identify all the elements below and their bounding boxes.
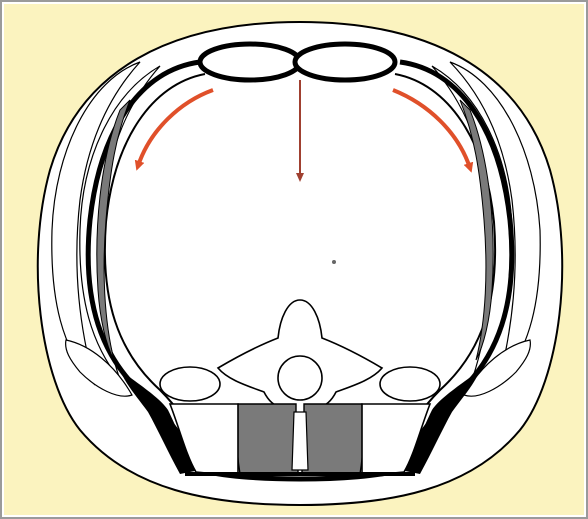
right-psoas-muscle (380, 367, 440, 401)
right-rectus-muscle (295, 44, 395, 80)
left-rectus-muscle (200, 44, 300, 80)
center-dot (332, 260, 336, 264)
spinous-process (292, 412, 308, 470)
spinal-canal (278, 356, 322, 400)
right-erector-spinae (301, 404, 364, 474)
left-psoas-muscle (160, 367, 220, 401)
left-erector-spinae (237, 404, 300, 474)
